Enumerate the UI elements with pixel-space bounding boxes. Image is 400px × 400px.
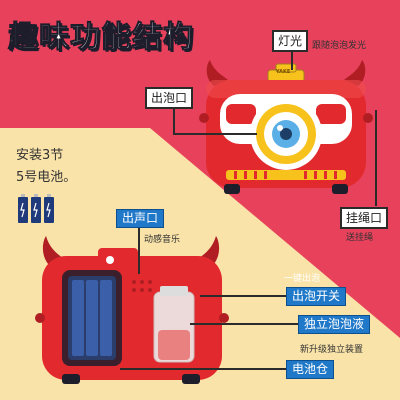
camera-back-image bbox=[35, 236, 229, 384]
label-lanyard-note: 送挂绳 bbox=[346, 233, 374, 243]
label-sound-note: 动感音乐 bbox=[144, 235, 181, 245]
leader-line-sound bbox=[138, 228, 140, 274]
leader-line-switch bbox=[200, 295, 286, 297]
leader-line-bubble-out bbox=[173, 107, 175, 135]
camera-plate: YAKE bbox=[276, 69, 291, 75]
install-line-1: 安装3节 bbox=[16, 148, 64, 163]
install-line-2: 5号电池。 bbox=[16, 170, 77, 185]
label-one-key-note: 一键出泡 bbox=[284, 274, 321, 284]
leader-line-light bbox=[291, 50, 293, 70]
label-liquid-note: 新升级独立装置 bbox=[300, 345, 364, 355]
label-bubble-liquid: 独立泡泡液 bbox=[298, 315, 371, 334]
page-title: 趣味功能结构 bbox=[8, 20, 194, 56]
label-bubble-out: 出泡口 bbox=[145, 87, 194, 109]
label-light-note: 跟随泡泡发光 bbox=[312, 41, 367, 51]
camera-front-image bbox=[199, 60, 373, 194]
label-battery: 电池仓 bbox=[286, 360, 335, 379]
leader-line-battery bbox=[120, 368, 286, 370]
label-lanyard: 挂绳口 bbox=[340, 207, 389, 229]
label-bubble-switch: 出泡开关 bbox=[286, 287, 347, 306]
leader-line-liquid bbox=[190, 323, 298, 325]
label-sound: 出声口 bbox=[116, 209, 165, 228]
leader-line-lanyard bbox=[375, 110, 377, 206]
batteries-icon bbox=[18, 194, 54, 223]
leader-line-bubble-out-h bbox=[173, 133, 257, 135]
label-light: 灯光 bbox=[272, 30, 309, 52]
